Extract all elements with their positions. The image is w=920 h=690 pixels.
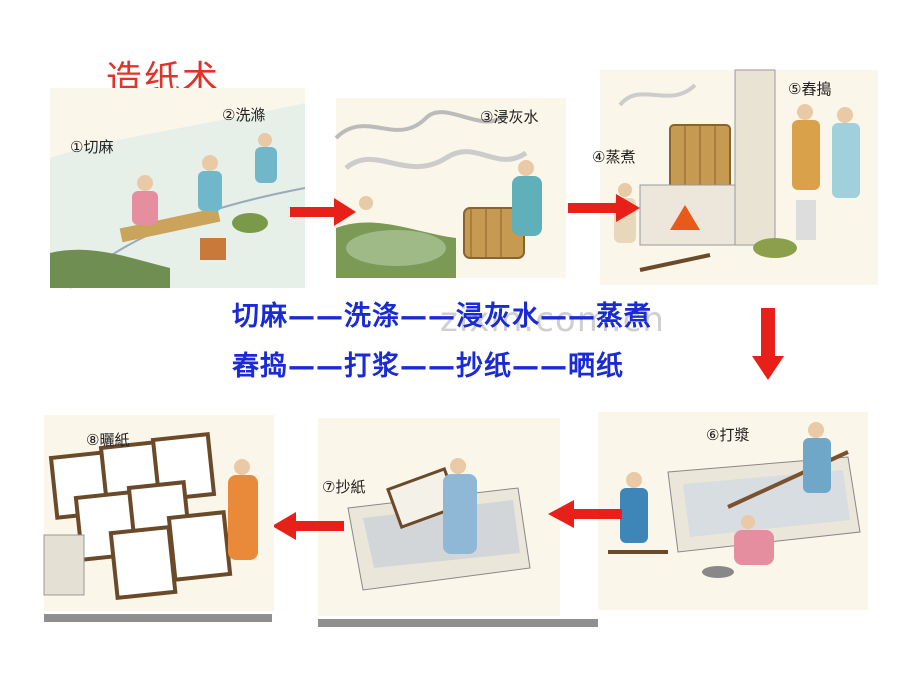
beat-pulp-illustration	[608, 422, 861, 578]
panel-beat-pulp: ⑥打漿	[598, 412, 868, 610]
make-paper-illustration	[347, 458, 531, 591]
panel-lime-water: ③浸灰水	[334, 98, 566, 278]
arrow-left-1	[548, 500, 622, 528]
watermark: zixin.com.cn	[440, 300, 665, 340]
step-label-pound: ⑤舂搗	[788, 80, 832, 98]
divider-bar-middle	[318, 619, 598, 627]
panel-cut-wash: ①切麻 ②洗滌	[50, 88, 306, 289]
dry-paper-illustration	[43, 432, 258, 601]
panel-make-paper: ⑦抄紙	[318, 418, 560, 616]
step-label-dry-paper: ⑧曬紙	[86, 431, 130, 449]
step-label-beat-pulp: ⑥打漿	[706, 426, 750, 444]
panel-steam-pound: ④蒸煮 ⑤舂搗	[592, 69, 878, 285]
arrow-down	[752, 308, 784, 380]
lime-water-illustration	[334, 110, 542, 278]
step-label-make-paper: ⑦抄紙	[322, 478, 366, 496]
cut-wash-illustration	[50, 103, 306, 289]
divider-bar-left	[44, 614, 272, 622]
step-label-wash: ②洗滌	[222, 106, 266, 124]
arrow-right-2	[568, 194, 640, 222]
arrow-left-2	[272, 512, 344, 540]
steam-pound-illustration	[614, 69, 860, 272]
process-summary-line-2: 舂捣——打浆——抄纸——晒纸	[232, 351, 624, 382]
process-summary-line-1: 切麻——洗涤——浸灰水——蒸煮	[232, 301, 652, 332]
step-label-steam: ④蒸煮	[592, 148, 636, 166]
arrow-right-1	[290, 198, 356, 226]
panel-dry-paper: ⑧曬紙	[43, 415, 274, 611]
step-label-cut-hemp: ①切麻	[70, 138, 114, 156]
step-label-lime-water: ③浸灰水	[480, 108, 539, 126]
